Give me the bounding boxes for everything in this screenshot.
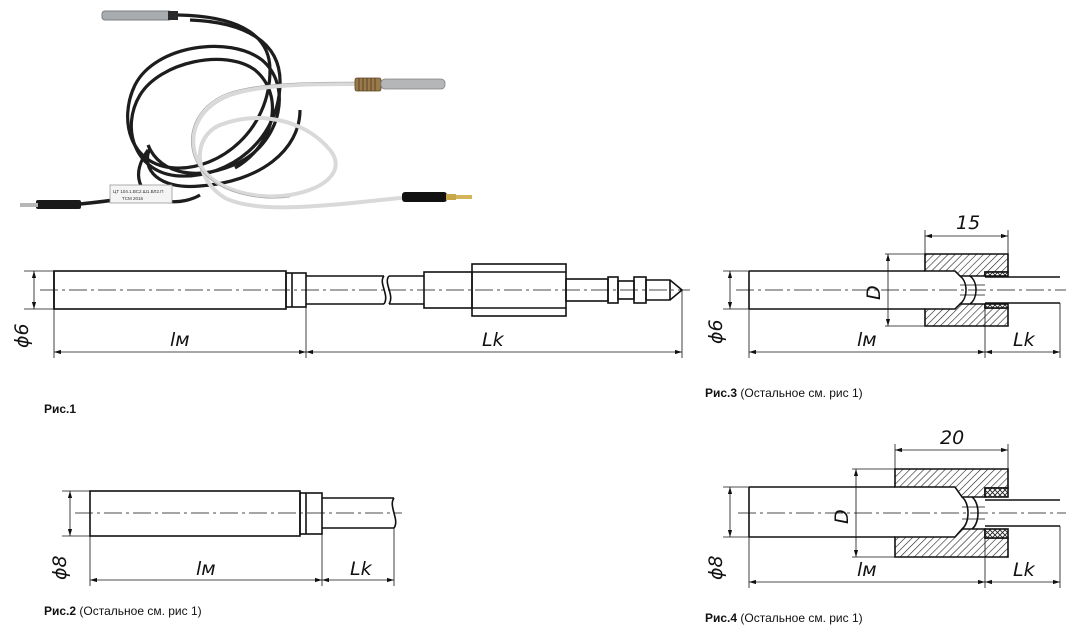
figure-2 (62, 490, 402, 586)
cable-label-tag (109, 184, 173, 204)
fig4-nut-diameter-label: D (831, 509, 853, 524)
fig2-caption: Рис.2 (Остальное см. рис 1) (44, 604, 202, 618)
fig3-cable-length-label: Lk (1013, 329, 1036, 351)
fig3-probe-length-label: lм (857, 329, 877, 351)
figure-4 (723, 444, 1066, 588)
fig3-caption: Рис.3 (Остальное см. рис 1) (705, 386, 863, 400)
black-sensor-tip (101, 10, 173, 21)
fig3-nut-diameter-label: D (863, 285, 885, 300)
probe-body (89, 490, 301, 537)
fig2-diameter-label: ϕ8 (49, 555, 71, 580)
fig4-diameter-label: ϕ8 (705, 555, 727, 580)
cable-label-text: ЦТ 104.1.ВС2.Ш1.ВЛ2.П (113, 189, 163, 194)
plug-tip (645, 279, 684, 301)
white-sensor-tip (380, 78, 446, 90)
figure-1 (24, 263, 690, 358)
fig2-cable-length-label: Lk (350, 558, 373, 580)
probe-step (285, 272, 307, 308)
white-jack-plug (402, 192, 447, 202)
fig4-cable-length-label: Lk (1013, 559, 1036, 581)
fig1-diameter-label: ϕ6 (11, 323, 33, 348)
fig4-nut-length-label: 20 (940, 427, 964, 449)
fig3-diameter-label: ϕ6 (705, 319, 727, 344)
white-cable-coil (191, 82, 441, 210)
black-jack-plug (36, 200, 81, 209)
cable-label-subtext: ТСМ 2016 (122, 196, 143, 201)
fig4-probe-length-label: lм (857, 559, 877, 581)
fig1-probe-length-label: lм (170, 329, 190, 351)
fig3-nut-length-label: 15 (956, 212, 980, 234)
figure-3 (723, 230, 1066, 358)
product-photo: ЦТ 104.1.ВС2.Ш1.ВЛ2.П ТСМ 2016 (20, 10, 472, 210)
probe-step (299, 492, 323, 535)
black-cable-coil (126, 13, 302, 204)
fig2-probe-length-label: lм (196, 558, 216, 580)
fig4-caption: Рис.4 (Остальное см. рис 1) (705, 611, 863, 625)
fig1-caption: Рис.1 (44, 402, 76, 416)
fig1-cable-length-label: Lk (482, 329, 505, 351)
